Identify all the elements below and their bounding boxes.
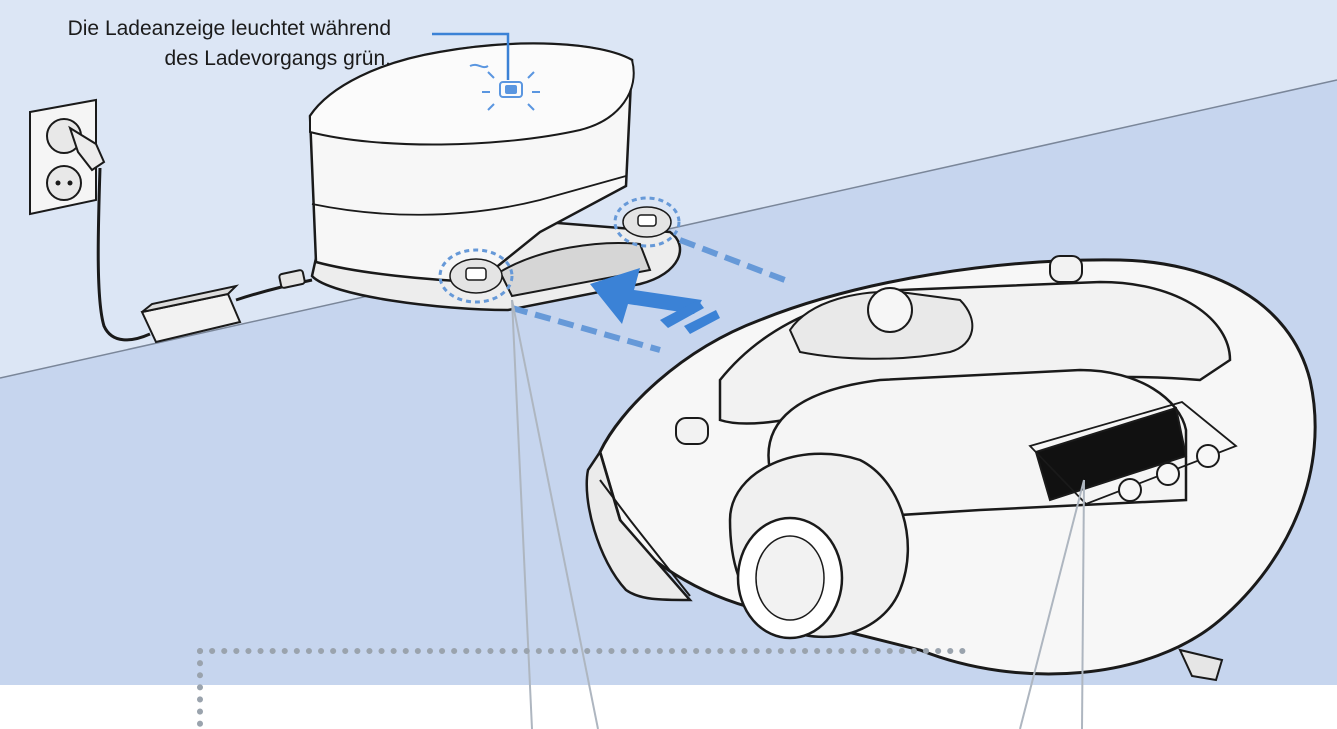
charging-contact — [613, 196, 681, 248]
sensor-bump — [675, 417, 709, 445]
sensor-bump — [1049, 255, 1083, 283]
bottom-band — [0, 685, 1337, 729]
stop-button-icon — [1118, 478, 1142, 502]
display-panel — [1028, 401, 1238, 506]
dotted-bracket — [197, 648, 968, 729]
power-cable — [96, 167, 151, 342]
callout-line-1: Die Ladeanzeige leuchtet während — [67, 17, 391, 40]
robot-vacuum — [585, 255, 1317, 682]
power-plug — [68, 125, 106, 172]
home-button-icon — [1196, 444, 1220, 468]
pointer-lines — [511, 299, 1085, 729]
alignment-guide — [511, 237, 792, 353]
callout-line-2: des Ladevorgangs grün. — [164, 47, 392, 70]
power-adapter — [140, 269, 306, 344]
side-brush — [1178, 648, 1224, 682]
charging-contact — [438, 248, 514, 304]
charging-indicator-callout: Die Ladeanzeige leuchtet während des Lad… — [68, 14, 391, 74]
charging-station — [308, 42, 682, 312]
bin-knob — [867, 287, 913, 333]
push-arrow-icon — [590, 268, 720, 334]
charging-indicator-icon — [469, 63, 540, 111]
callout-leader-line — [432, 32, 510, 80]
power-outlet-icon — [29, 98, 97, 216]
play-pause-button-icon — [1156, 462, 1180, 486]
